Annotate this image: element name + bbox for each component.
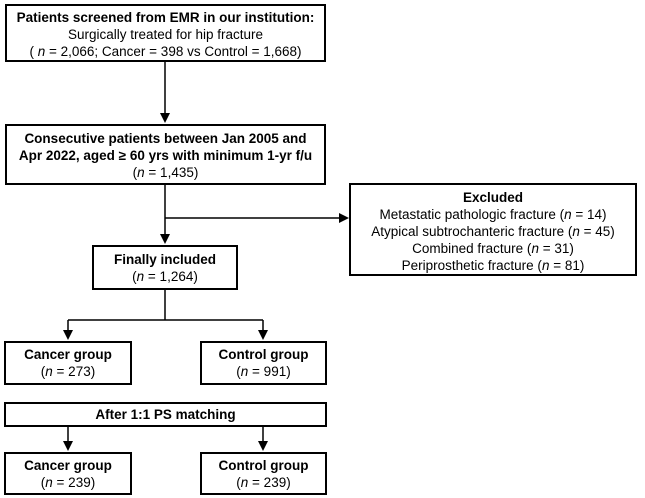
screened-counts: ( n = 2,066; Cancer = 398 vs Control = 1… (29, 44, 302, 59)
cancer-group-matched-count: (n = 239) (40, 475, 96, 490)
screened-criteria: Surgically treated for hip fracture (67, 27, 264, 42)
control-group-matched-title: Control group (218, 458, 309, 473)
control-group-matched-count: (n = 239) (236, 475, 291, 490)
cancer-group-box: Cancer group (n = 273) (4, 341, 132, 385)
consecutive-title-1: Consecutive patients between Jan 2005 an… (24, 131, 307, 146)
excluded-box: Excluded Metastatic pathologic fracture … (349, 183, 637, 276)
included-box: Finally included (n = 1,264) (92, 245, 238, 290)
consecutive-title-2: Apr 2022, aged ≥ 60 yrs with minimum 1-y… (18, 148, 313, 163)
control-group-count: (n = 991) (236, 364, 291, 379)
excluded-item-combined: Combined fracture (n = 31) (412, 241, 574, 256)
included-count: (n = 1,264) (132, 269, 198, 284)
matching-title: After 1:1 PS matching (95, 407, 236, 422)
cancer-group-count: (n = 273) (40, 364, 96, 379)
screened-title: Patients screened from EMR in our instit… (16, 10, 315, 25)
consecutive-count: (n = 1,435) (132, 165, 199, 180)
control-group-matched-box: Control group (n = 239) (200, 452, 327, 495)
cancer-group-title: Cancer group (24, 347, 112, 362)
cancer-group-matched-title: Cancer group (24, 458, 112, 473)
included-title: Finally included (113, 252, 216, 267)
excluded-item-atypical: Atypical subtrochanteric fracture (n = 4… (371, 224, 615, 239)
cancer-group-matched-box: Cancer group (n = 239) (4, 452, 132, 495)
matching-box: After 1:1 PS matching (4, 402, 327, 427)
excluded-title: Excluded (462, 190, 524, 205)
control-group-title: Control group (218, 347, 309, 362)
excluded-item-metastatic: Metastatic pathologic fracture (n = 14) (379, 207, 607, 222)
consecutive-box: Consecutive patients between Jan 2005 an… (5, 124, 326, 185)
excluded-item-periprosthetic: Periprosthetic fracture (n = 81) (401, 258, 585, 273)
control-group-box: Control group (n = 991) (200, 341, 327, 385)
screened-box: Patients screened from EMR in our instit… (5, 4, 326, 62)
